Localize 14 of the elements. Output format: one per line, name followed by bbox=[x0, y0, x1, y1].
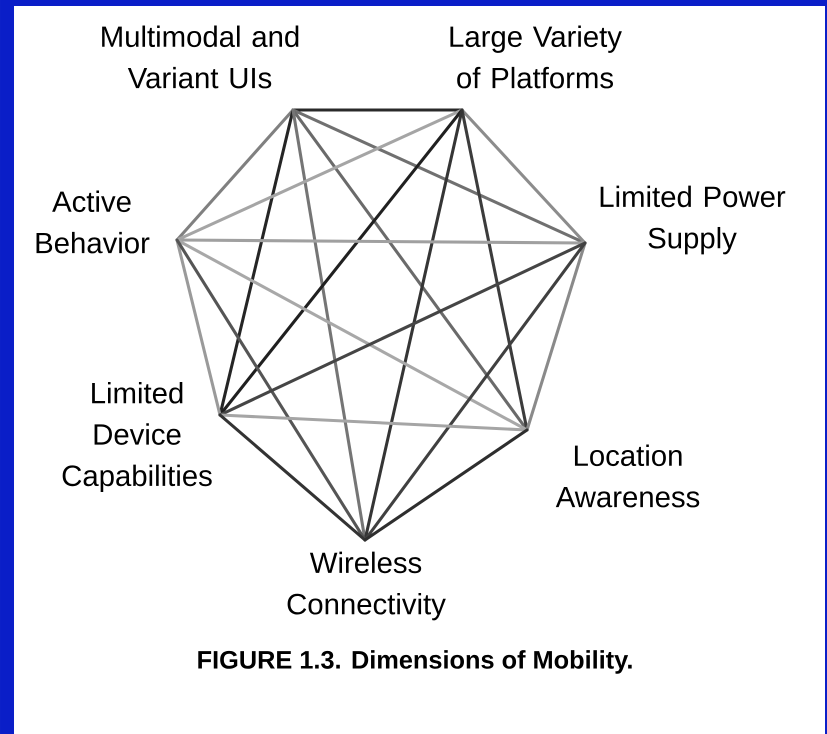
vertex-label: Limited Device Capabilities bbox=[62, 382, 212, 492]
vertex-label: Multimodal and Variant UIs bbox=[102, 26, 298, 88]
vertex-label: Limited Power Supply bbox=[600, 186, 786, 254]
figure-caption: FIGURE 1.3. Dimensions of Mobility. bbox=[198, 650, 632, 674]
vertex-label: Active Behavior bbox=[36, 190, 150, 254]
connecting-line bbox=[218, 413, 529, 432]
connecting-line bbox=[291, 108, 464, 112]
vertex-label: Location Awareness bbox=[556, 444, 700, 508]
connecting-line bbox=[218, 413, 367, 542]
connecting-line bbox=[175, 238, 587, 245]
connecting-line bbox=[363, 428, 529, 542]
vertex-label: Large Variety of Platforms bbox=[450, 26, 622, 88]
connecting-line bbox=[175, 238, 222, 417]
vertex-label: Wireless Connectivity bbox=[288, 552, 446, 620]
